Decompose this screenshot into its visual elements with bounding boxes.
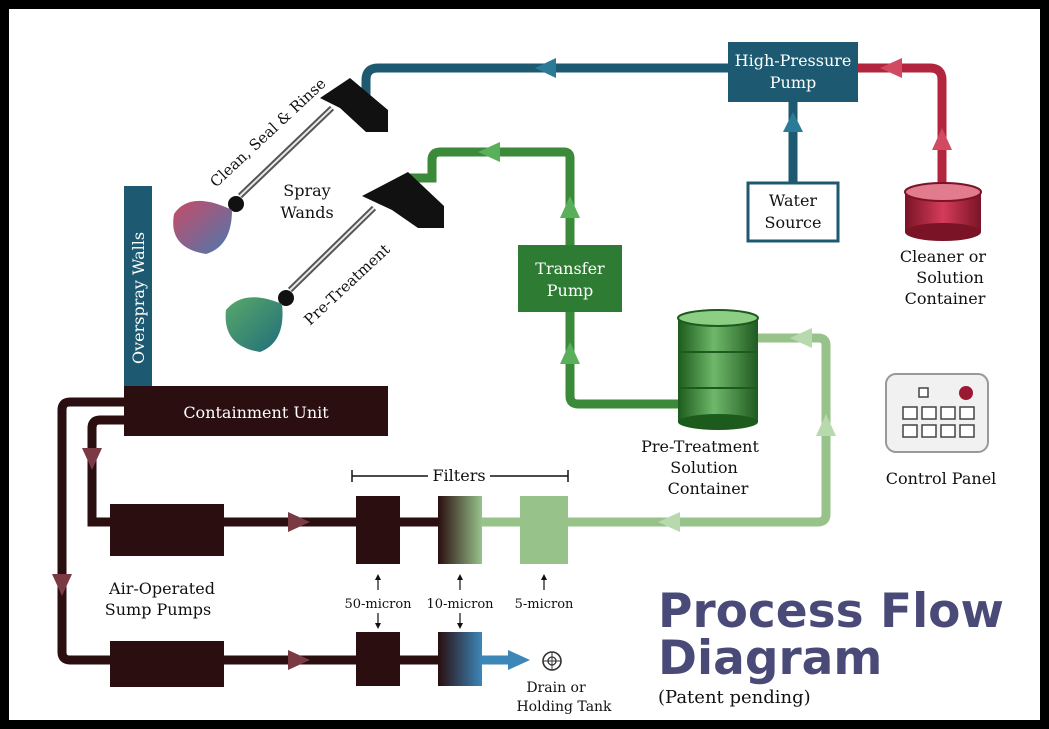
spray-wands-label-2: Wands [280, 203, 333, 222]
pt-container-label-1: Pre-Treatment [641, 437, 759, 456]
flow-arrow-sump-3 [288, 512, 310, 532]
filter-10-lower [438, 632, 482, 686]
pretreatment-drum: Pre-Treatment Solution Container [641, 309, 759, 498]
diagram-title-line2: Diagram [658, 631, 882, 686]
cleaner-label-3: Container [905, 289, 986, 308]
micron-labels [375, 574, 547, 629]
pt-container-label-2: Solution [670, 458, 738, 477]
sump-pumps-label-2: Sump Pumps [105, 600, 211, 619]
transfer-pump-label-1: Transfer [535, 259, 605, 278]
transfer-pump-label-2: Pump [547, 281, 593, 300]
flow-arrow-blue-2 [783, 112, 803, 132]
flow-arrow-drain [508, 650, 530, 670]
sump-pumps-label-1: Air-Operated [108, 579, 215, 598]
sump-pump-upper [110, 504, 224, 556]
sump-pump-lower [110, 641, 224, 687]
filter-5-upper [520, 496, 568, 564]
flow-arrow-green-2 [560, 196, 580, 218]
high-pressure-pump: High-Pressure Pump [728, 42, 858, 102]
micron-50-label: 50-micron [344, 597, 412, 612]
transfer-pump: Transfer Pump [518, 245, 622, 312]
sump-lines [52, 397, 530, 670]
filter-50-lower [356, 632, 400, 686]
flow-arrow-sump-4 [288, 650, 310, 670]
red-flow-line [858, 58, 952, 190]
drain-icon [542, 651, 562, 671]
flow-arrow-lgreen-2 [816, 414, 836, 436]
patent-pending-label: (Patent pending) [658, 687, 811, 708]
pt-container-label-3: Container [668, 479, 749, 498]
flow-arrow-sump-2 [52, 574, 72, 596]
micron-10-label: 10-micron [426, 597, 494, 612]
water-source: Water Source [746, 181, 840, 243]
high-pressure-pump-label-1: High-Pressure [735, 51, 852, 70]
drain-label-2: Holding Tank [516, 699, 612, 715]
filters-label: Filters [432, 466, 485, 485]
containment-unit-label: Containment Unit [183, 403, 329, 422]
filter-10-upper [438, 496, 482, 564]
flow-arrow-green-1 [478, 142, 500, 162]
filtered-return-line [568, 328, 836, 532]
spray-wands-label-1: Spray [283, 181, 330, 200]
cleaner-container: Cleaner or Solution Container [900, 182, 987, 308]
spray-wand-pretreatment: Pre-Treatment [225, 172, 444, 352]
micron-5-label: 5-micron [515, 597, 574, 612]
flow-arrow-green-3 [560, 342, 580, 364]
flow-arrow-lgreen-1 [658, 512, 680, 532]
filters-bracket: Filters [351, 466, 569, 485]
drain-label-1: Drain or [526, 680, 586, 696]
flow-arrow-red-2 [932, 128, 952, 150]
water-source-label-2: Source [765, 213, 822, 232]
filter-50-upper [356, 496, 400, 564]
flow-arrow-red-1 [880, 58, 902, 78]
cleaner-label-1: Cleaner or [900, 247, 987, 266]
flow-arrow-lgreen-3 [790, 328, 812, 348]
flow-arrow-blue-1 [535, 58, 556, 78]
control-panel-label: Control Panel [886, 469, 997, 488]
green-flow-line [408, 142, 678, 409]
diagram-title-line1: Process Flow [658, 584, 1004, 639]
control-panel: Control Panel [885, 373, 997, 488]
water-source-label-1: Water [769, 191, 817, 210]
process-flow-diagram: High-Pressure Pump Water Source Cleaner … [52, 42, 1004, 715]
high-pressure-pump-label-2: Pump [770, 73, 816, 92]
clean-seal-rinse-label: Clean, Seal & Rinse [206, 74, 329, 191]
blue-flow-line [336, 58, 803, 182]
overspray-walls: Overspray Walls [124, 186, 152, 386]
cleaner-label-2: Solution [916, 268, 984, 287]
flow-arrow-sump-1 [82, 448, 102, 470]
overspray-walls-label: Overspray Walls [129, 232, 148, 364]
pre-treatment-wand-label: Pre-Treatment [300, 240, 393, 329]
containment-unit: Containment Unit [124, 386, 388, 436]
